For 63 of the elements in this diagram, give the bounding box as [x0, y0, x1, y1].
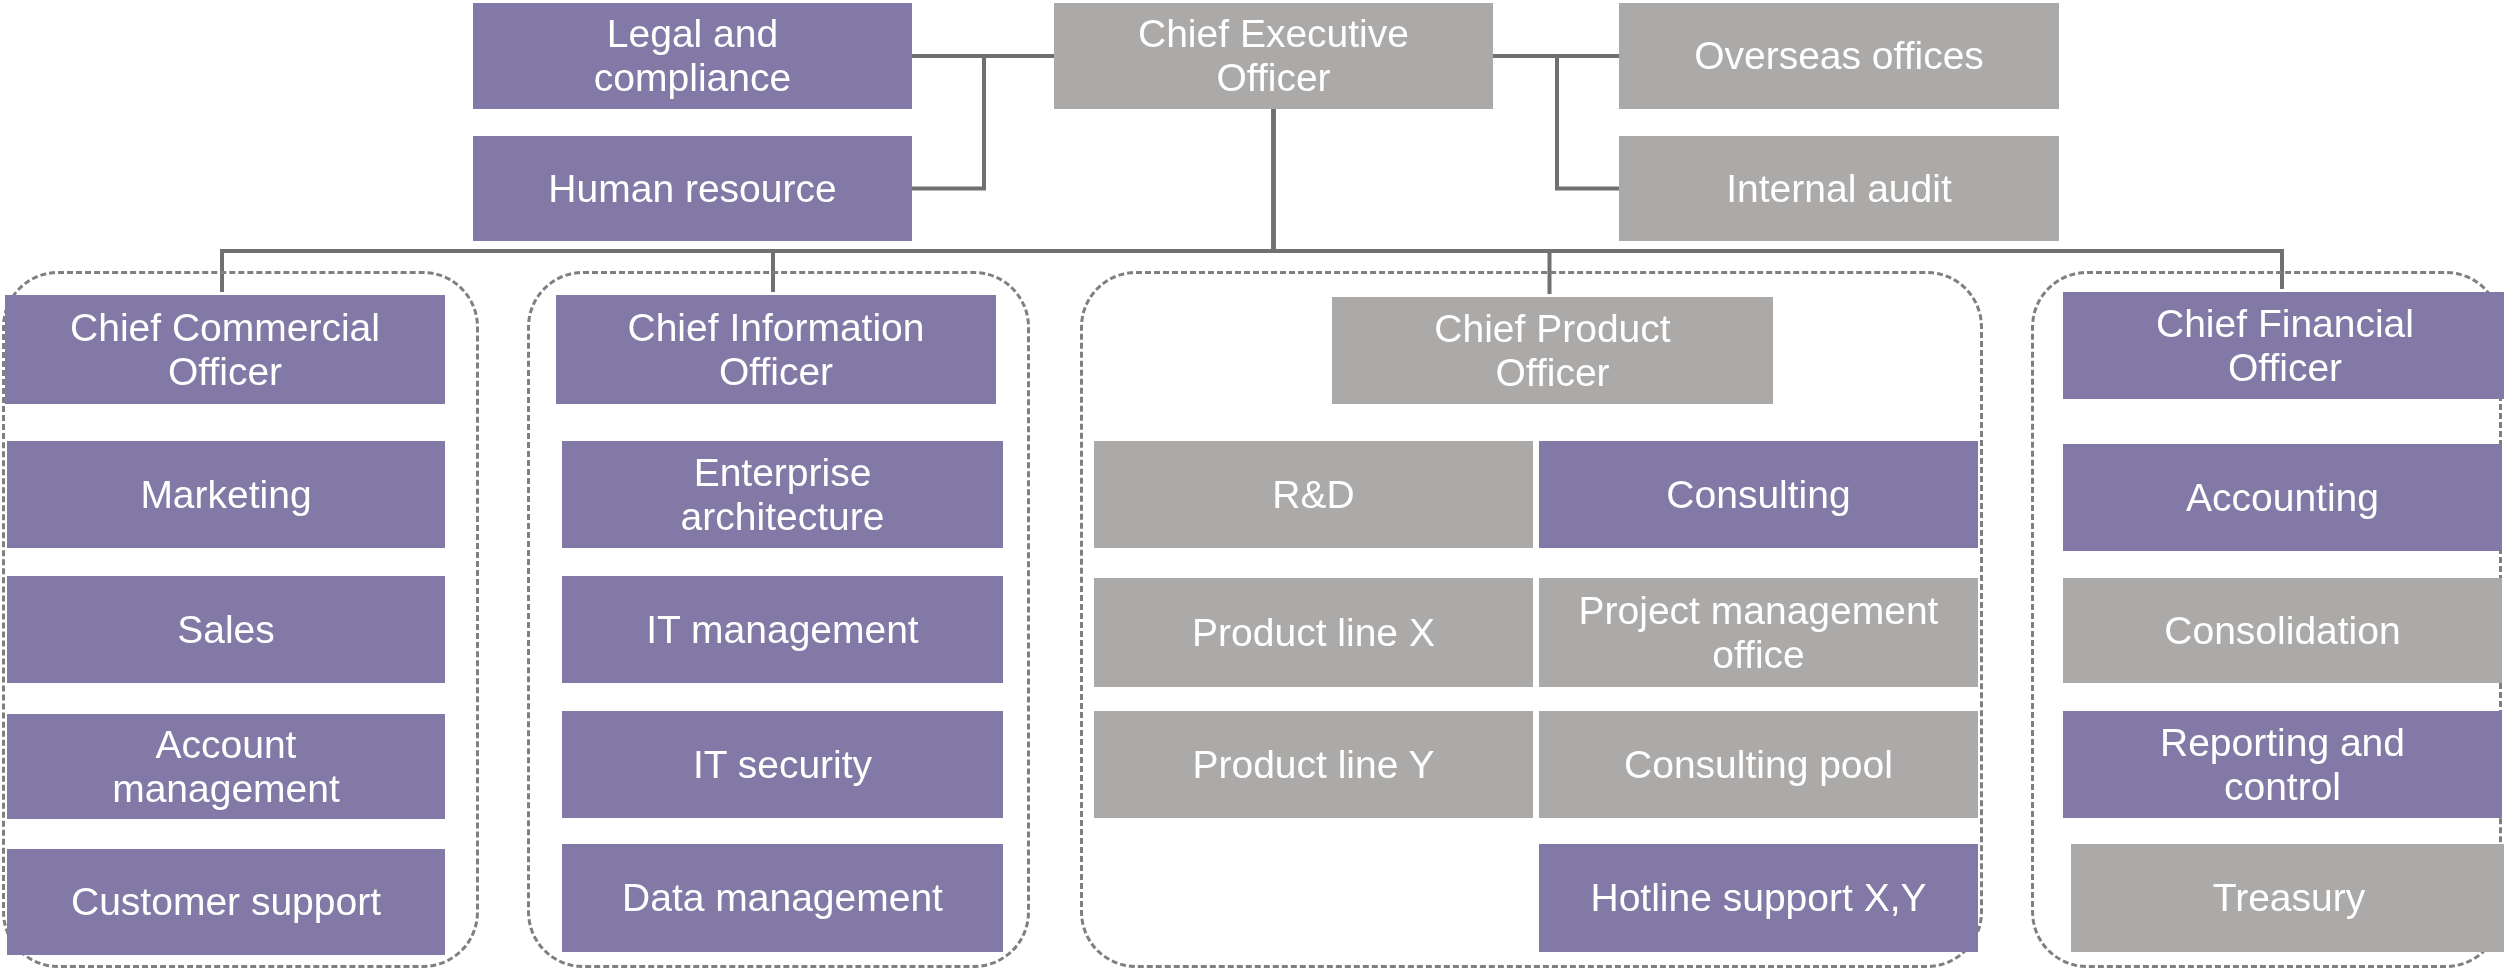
- role-box: [1094, 578, 1533, 687]
- role-box: [7, 576, 445, 683]
- role-label: Account management: [111, 722, 341, 811]
- role-label: Treasury: [2212, 876, 2366, 920]
- role-label: Chief Executive Officer: [1137, 12, 1410, 100]
- role-label: Reporting and control: [2159, 720, 2406, 809]
- role-label: Consolidation: [2164, 608, 2401, 653]
- role-box: [1054, 3, 1493, 109]
- role-label: Chief Product Officer: [1433, 306, 1672, 395]
- role-label: Consulting pool: [1624, 742, 1893, 787]
- role-box: [5, 295, 445, 404]
- role-box: [1539, 441, 1978, 548]
- role-label: Human resource: [548, 166, 837, 211]
- role-box: [2063, 444, 2502, 551]
- role-box: [7, 714, 445, 819]
- role-box: [1094, 441, 1533, 548]
- role-label: R&D: [1272, 472, 1355, 517]
- role-label: Product line Y: [1192, 742, 1435, 787]
- role-label: Legal and compliance: [592, 12, 793, 100]
- role-box: [1539, 844, 1978, 952]
- role-box: [1332, 297, 1773, 404]
- role-box: [2063, 292, 2504, 399]
- role-label: IT management: [646, 607, 919, 652]
- role-box: [1094, 711, 1533, 818]
- role-box: [473, 3, 912, 109]
- role-label: Product line X: [1192, 610, 1435, 655]
- role-box: [2071, 844, 2504, 952]
- role-box: [7, 441, 445, 548]
- role-label: Chief Information Officer: [626, 305, 926, 394]
- role-label: Accounting: [2186, 475, 2379, 520]
- role-box: [473, 136, 912, 241]
- role-box: [1619, 136, 2059, 241]
- role-label: Sales: [177, 607, 275, 652]
- role-box: [2063, 578, 2502, 683]
- connector-line: [1493, 54, 1619, 191]
- role-box: [562, 441, 1003, 548]
- role-label: Data management: [622, 876, 943, 920]
- role-label: Chief Commercial Officer: [69, 305, 381, 394]
- role-label: IT security: [692, 742, 873, 787]
- role-box: [1619, 3, 2059, 109]
- role-label: Customer support: [71, 880, 381, 924]
- group-frame: [2031, 271, 2502, 968]
- role-label: Project management office: [1578, 588, 1939, 677]
- role-box: [556, 295, 996, 404]
- role-box: [1539, 711, 1978, 818]
- role-label: Internal audit: [1726, 166, 1952, 211]
- role-label: Consulting: [1666, 472, 1851, 517]
- role-label: Chief Financial Officer: [2155, 301, 2415, 390]
- role-label: Overseas offices: [1694, 34, 1984, 78]
- role-box: [562, 711, 1003, 818]
- role-label: Enterprise architecture: [679, 450, 886, 539]
- role-box: [562, 844, 1003, 952]
- role-box: [1539, 578, 1978, 687]
- connector-line: [1271, 109, 2284, 289]
- group-frame: [527, 271, 1030, 968]
- group-frame: [2, 271, 479, 968]
- role-label: Marketing: [140, 472, 312, 517]
- group-frame: [1080, 271, 1983, 968]
- connector-line: [912, 54, 1054, 191]
- role-box: [2063, 711, 2502, 818]
- role-box: [562, 576, 1003, 683]
- role-box: [7, 849, 445, 955]
- role-label: Hotline support X,Y: [1590, 876, 1927, 920]
